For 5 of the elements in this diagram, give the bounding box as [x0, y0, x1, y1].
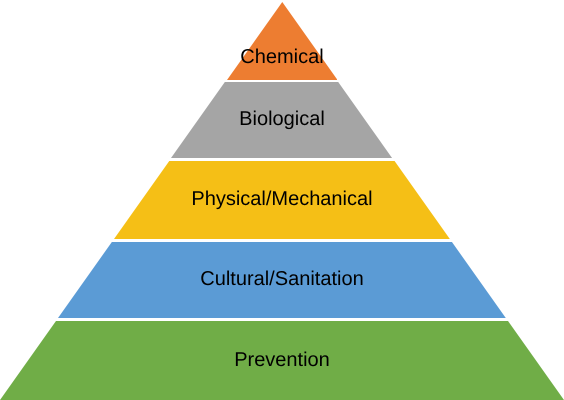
level-label: Chemical	[240, 46, 324, 69]
level-label: Biological	[239, 108, 325, 131]
level-label: Prevention	[234, 348, 330, 372]
level-label: Physical/Mechanical	[191, 188, 373, 211]
level-label: Cultural/Sanitation	[200, 268, 364, 291]
